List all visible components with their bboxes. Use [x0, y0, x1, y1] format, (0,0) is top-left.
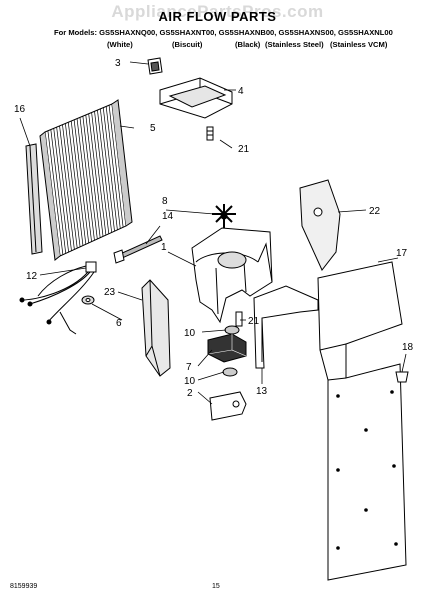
callout-12: 12 — [26, 271, 38, 282]
part-14-heater — [113, 235, 163, 264]
evaporator-fin — [88, 113, 104, 237]
evaporator-fin — [85, 114, 101, 238]
part-16-seal-strip — [25, 143, 43, 255]
callout-14: 14 — [162, 211, 174, 222]
part-10-washer-lower — [222, 367, 238, 377]
page-number: 15 — [212, 583, 220, 590]
evaporator-fin — [102, 107, 118, 230]
evaporator-fin — [47, 130, 64, 255]
panel-hole — [390, 390, 394, 394]
part-12-wire-harness — [19, 261, 97, 335]
callout-22: 22 — [369, 206, 381, 217]
variant-stainless-vcm: (Stainless VCM) — [330, 40, 388, 49]
evaporator-fin — [91, 112, 107, 236]
evaporator-fin — [53, 128, 69, 253]
callout-5: 5 — [150, 123, 156, 134]
part-17-panel — [317, 261, 407, 581]
part-4-bracket — [159, 77, 233, 119]
part-21-screw-middle — [235, 311, 243, 327]
evaporator-fin — [79, 117, 95, 241]
evaporator-fin — [108, 105, 124, 228]
part-13-gasket — [253, 285, 319, 369]
models-line: For Models: GS5SHAXNQ00, GS5SHAXNT00, GS… — [54, 28, 393, 37]
part-6-grommet — [81, 295, 95, 305]
callout-23: 23 — [104, 287, 116, 298]
variant-stainless-steel: (Stainless Steel) — [265, 40, 324, 49]
part-8-fan-blade — [212, 204, 236, 228]
part-23-side-cover — [141, 279, 171, 377]
callout-6: 6 — [116, 318, 122, 329]
part-18-screw — [395, 371, 409, 383]
part-2-motor-bracket — [209, 391, 247, 421]
variant-black: (Black) — [235, 40, 261, 49]
part-22-duct — [299, 179, 341, 271]
callout-13: 13 — [256, 386, 268, 397]
part-1-fan-housing — [191, 227, 273, 324]
evaporator-fin — [105, 106, 121, 229]
evaporator-fin — [50, 129, 67, 254]
part-5-evaporator — [39, 99, 133, 261]
evaporator-fin — [82, 116, 98, 240]
callout-10-lower: 10 — [184, 376, 196, 387]
evaporator-fin — [62, 124, 78, 249]
evaporator-fin — [97, 110, 112, 233]
evaporator-fin — [67, 122, 84, 246]
panel-hole — [364, 428, 368, 432]
part-7-fan-motor — [207, 333, 247, 363]
evaporator-fin — [76, 118, 92, 242]
page-title: AIR FLOW PARTS — [158, 9, 277, 24]
panel-hole — [336, 394, 340, 398]
part-10-washer-upper — [224, 325, 240, 335]
callout-4: 4 — [238, 86, 244, 97]
part-21-screw-top — [206, 126, 214, 141]
callout-17: 17 — [396, 248, 408, 259]
evaporator-fin — [56, 127, 72, 251]
callout-2: 2 — [187, 388, 193, 399]
evaporator-fin — [100, 108, 115, 232]
evaporator-fin — [59, 125, 75, 250]
callout-1: 1 — [161, 242, 167, 253]
panel-hole — [394, 542, 398, 546]
callout-21-top: 21 — [238, 144, 250, 155]
part-3-clip — [147, 57, 163, 75]
variant-biscuit: (Biscuit) — [172, 40, 203, 49]
callout-21-middle: 21 — [248, 316, 260, 327]
panel-hole — [392, 464, 396, 468]
evaporator-fin — [70, 121, 87, 245]
callout-7: 7 — [186, 362, 192, 373]
evaporator-fin — [94, 111, 110, 234]
callout-3: 3 — [115, 58, 121, 69]
variant-white: (White) — [107, 40, 133, 49]
callout-labels: 3 4 5 21 16 8 14 1 12 22 17 23 6 10 21 7… — [14, 58, 414, 399]
panel-hole — [336, 468, 340, 472]
panel-hole — [336, 546, 340, 550]
callout-10-upper: 10 — [184, 328, 196, 339]
doc-number: 8159939 — [10, 583, 38, 590]
panel-hole — [364, 508, 368, 512]
watermark: AppliancePartsPros.com — [111, 2, 324, 21]
evaporator-fin — [73, 119, 90, 243]
leader-lines — [19, 61, 407, 405]
callout-18: 18 — [402, 342, 414, 353]
evaporator-fin — [65, 123, 81, 247]
callout-16: 16 — [14, 104, 26, 115]
callout-8: 8 — [162, 196, 168, 207]
